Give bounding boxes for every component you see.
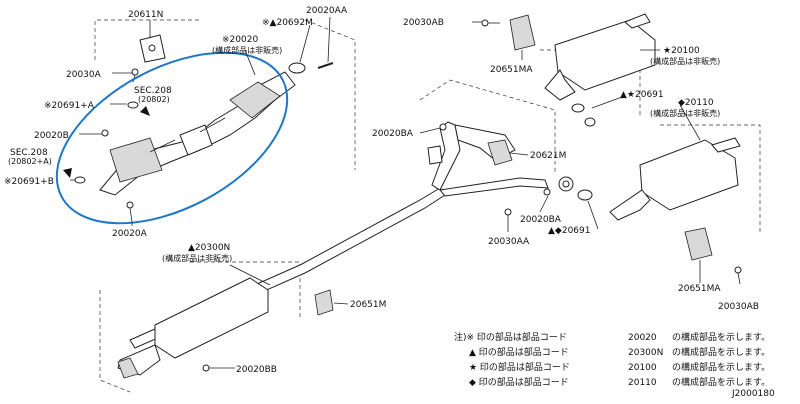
nut-20020B — [101, 129, 109, 137]
note-1-suffix: の構成部品を示します。 — [672, 331, 770, 343]
stud-20020AA — [317, 62, 334, 69]
mount-20621M — [487, 139, 513, 166]
label-20020AA: 20020AA — [306, 6, 348, 16]
label-20691-dia: ▲◆20691 — [548, 226, 590, 236]
nut-20020BB — [202, 364, 210, 372]
label-20651M: 20651M — [350, 300, 386, 310]
highlight-ellipse — [55, 51, 289, 225]
note-1-code: 20020 — [628, 333, 657, 343]
label-sec208a-sub: (20802) — [138, 95, 170, 104]
gasket-20691B — [74, 176, 86, 184]
label-20691B: ※20691+B — [4, 177, 54, 187]
label-20020BA-mid: 20020BA — [520, 215, 562, 225]
note-1-prefix: 注)※ 印の部品は部品コード — [454, 331, 567, 343]
leader-lines — [70, 16, 701, 369]
label-20020-note: (構成部品は非販売) — [212, 45, 282, 55]
note-4-prefix: ◆ 印の部品は部品コード — [469, 376, 569, 388]
label-20030A: 20030A — [66, 70, 102, 80]
note-2-prefix: ▲ 印の部品は部品コード — [469, 346, 569, 358]
bolt-20030AB-bot — [734, 266, 742, 285]
label-20020A: 20020A — [112, 229, 148, 239]
label-20692M: ※▲20692M — [262, 18, 313, 28]
rh-muffler-box — [660, 124, 761, 235]
label-20621M: 20621M — [530, 151, 566, 161]
diagram-id: J2000180 — [731, 389, 775, 399]
front-group-box-right — [304, 19, 356, 170]
muffler-20100 — [544, 13, 656, 101]
label-20100-note: (構成部品は非販売) — [650, 56, 720, 66]
rear-group-box-top — [190, 261, 301, 320]
label-20651MA-bot: 20651MA — [678, 284, 721, 294]
label-20030AB-bot: 20030AB — [718, 302, 759, 312]
note-3-code: 20100 — [628, 363, 657, 373]
label-20020: ※20020 — [222, 35, 258, 45]
label-20020B: 20020B — [34, 131, 69, 141]
label-sec208a: SEC.208 — [134, 86, 172, 96]
bolt-20020A — [126, 201, 134, 223]
rear-group-box — [99, 290, 131, 393]
nut-20020BA-mid — [543, 188, 551, 196]
gasket-20692M — [288, 62, 306, 74]
note-2-code: 20300N — [628, 348, 663, 358]
label-20691A: ※20691+A — [44, 101, 95, 111]
muffler-20110 — [609, 137, 741, 221]
label-sec208b: SEC.208 — [10, 148, 48, 158]
note-3-suffix: の構成部品を示します。 — [672, 361, 770, 373]
label-20691-star: ▲★20691 — [620, 90, 664, 100]
label-20020BB: 20020BB — [236, 365, 277, 375]
nut-20020BA-left — [439, 123, 447, 131]
flange-center — [558, 176, 574, 192]
label-20300N-note: (構成部品は非販売) — [162, 253, 232, 263]
label-20110: ◆20110 — [678, 98, 714, 108]
bracket-center — [427, 145, 443, 165]
gasket-20691-dia — [577, 189, 593, 201]
label-20110-note: (構成部品は非販売) — [650, 108, 720, 118]
arrow-sec208b-icon — [63, 168, 72, 178]
label-20030AB-top: 20030AB — [403, 18, 444, 28]
bolt-20030AB-top — [481, 19, 500, 27]
bracket-20651MA-bot — [684, 227, 713, 261]
front-tube-catalyst — [99, 71, 296, 196]
gasket-20691-star — [571, 103, 596, 127]
note-3-prefix: ★ 印の部品は部品コード — [469, 361, 570, 373]
notes-block: 注)※ 印の部品は部品コード 20020 の構成部品を示します。 ▲ 印の部品は… — [454, 331, 770, 388]
label-sec208b-sub: (20802+A) — [8, 157, 52, 166]
label-20300N: ▲20300N — [188, 243, 230, 253]
main-muffler-20300N — [117, 277, 269, 379]
gasket-20691A — [127, 101, 139, 109]
label-20100: ★20100 — [663, 46, 700, 56]
label-20611N: 20611N — [128, 10, 163, 20]
center-group-box — [419, 79, 556, 175]
label-20030AA: 20030AA — [488, 237, 530, 247]
bracket-20651MA-top — [509, 14, 536, 51]
label-20020BA-left: 20020BA — [372, 129, 414, 139]
bolt-20030AA — [504, 208, 512, 228]
note-4-code: 20110 — [628, 378, 657, 388]
note-2-suffix: の構成部品を示します。 — [672, 346, 770, 358]
bracket-20611N — [139, 34, 166, 63]
rubber-mount-20651M — [314, 289, 334, 316]
note-4-suffix: の構成部品を示します。 — [672, 376, 770, 388]
label-20651MA-top: 20651MA — [490, 65, 533, 75]
arrow-sec208a-icon — [140, 106, 150, 116]
